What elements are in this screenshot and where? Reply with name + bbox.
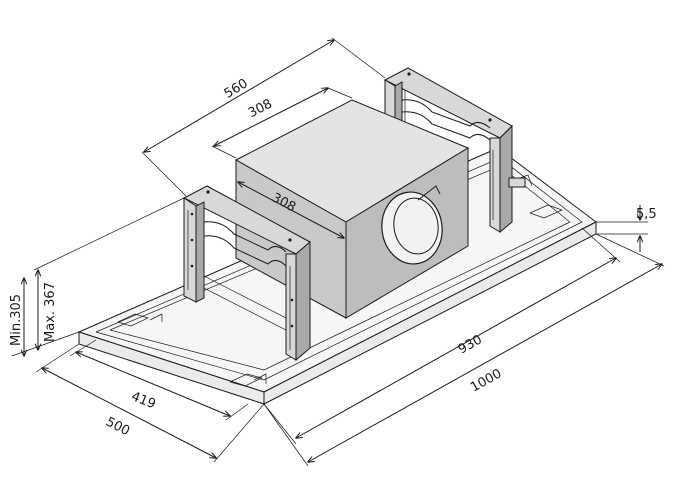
dimension-label-500: 500 [103, 415, 132, 440]
dimension-height: Min.305 Max. 367 [9, 197, 185, 356]
dimension-label-min: Min.305 [9, 294, 24, 346]
dimension-label-max: Max. 367 [43, 282, 58, 342]
rear-bracket [383, 67, 526, 234]
dimension-308-side: 308 [235, 174, 347, 246]
dimension-5-5: 5,5 [596, 205, 657, 252]
dimension-label-419: 419 [129, 389, 158, 412]
dimension-label-5-5: 5,5 [636, 207, 657, 222]
dimension-label-1000: 1000 [468, 366, 504, 395]
dimension-label-930: 930 [456, 332, 485, 357]
